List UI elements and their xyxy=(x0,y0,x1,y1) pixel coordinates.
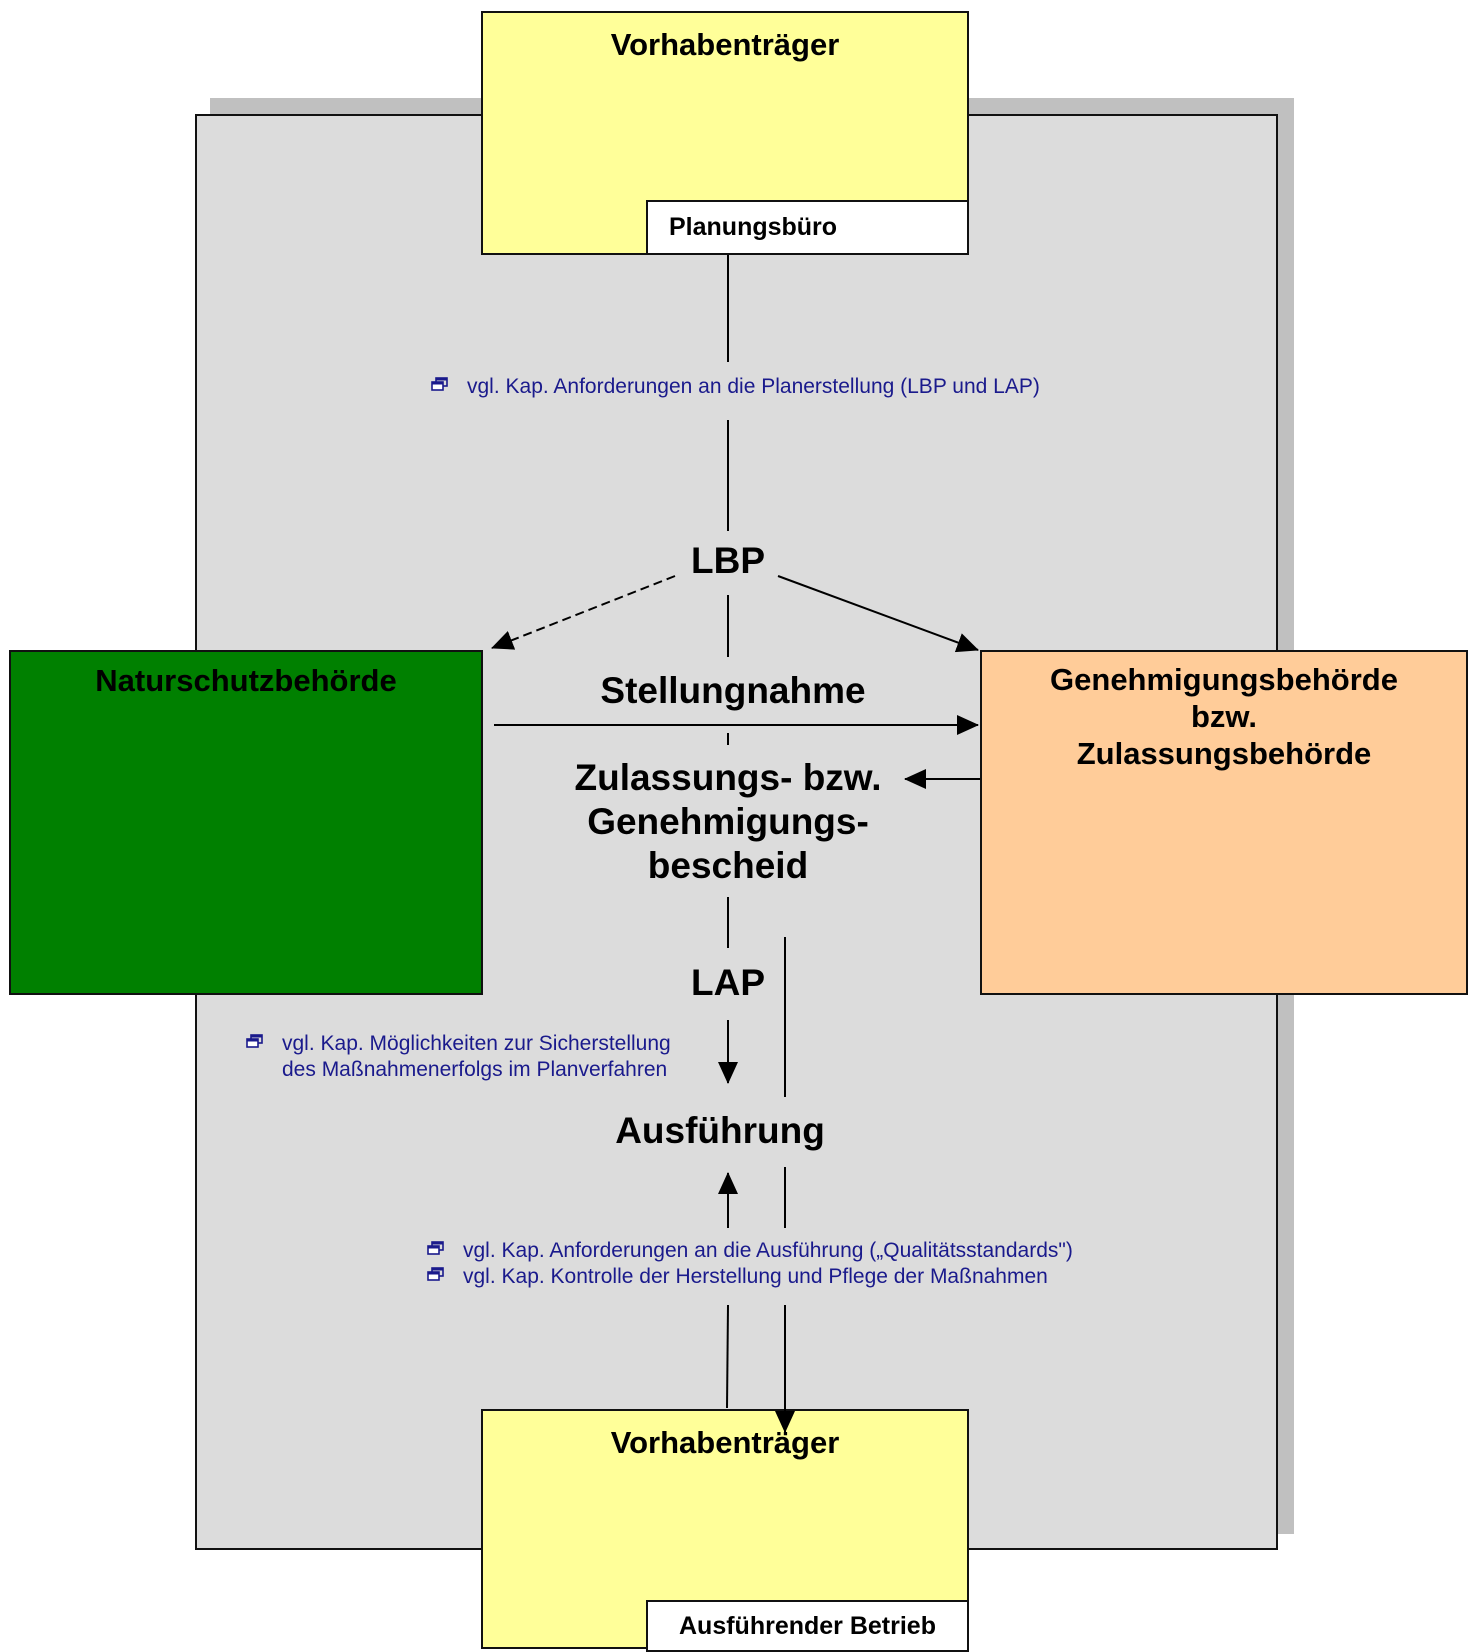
genehmigungsbehoerde-line-2: bzw. xyxy=(1190,699,1257,734)
genehmigungsbehoerde-line-3: Zulassungsbehörde xyxy=(1076,736,1372,771)
window-restore-icon xyxy=(427,1267,444,1281)
arrow-lbp-naturschutz xyxy=(491,575,676,650)
window-restore-icon xyxy=(246,1034,263,1048)
bescheid-line-3: bescheid xyxy=(647,845,809,886)
lap-label: LAP xyxy=(691,962,765,1003)
top-vorhabentraeger-label: Vorhabenträger xyxy=(610,27,840,62)
planungsbuero-box: Planungsbüro xyxy=(646,200,969,255)
stellungnahme-label: Stellungnahme xyxy=(600,670,866,711)
link-sicherstellung-line-2: des Maßnahmenerfolgs im Planverfahren xyxy=(282,1058,668,1081)
naturschutzbehoerde-label: Naturschutzbehörde xyxy=(95,663,397,698)
link-kontrolle[interactable]: vgl. Kap. Kontrolle der Herstellung und … xyxy=(463,1265,1048,1288)
link-planerstellung[interactable]: vgl. Kap. Anforderungen an die Planerste… xyxy=(467,375,1040,398)
ausfuehrender-betrieb-label: Ausführender Betrieb xyxy=(679,1612,936,1640)
planungsbuero-label: Planungsbüro xyxy=(669,213,838,241)
link-ausfuehrung-qualitaet[interactable]: vgl. Kap. Anforderungen an die Ausführun… xyxy=(463,1239,1073,1262)
genehmigungsbehoerde-label: Genehmigungsbehörde bzw. Zulassungsbehör… xyxy=(982,661,1466,772)
bescheid-line-1: Zulassungs- bzw. xyxy=(574,757,882,798)
link-sicherstellung-line-1: vgl. Kap. Möglichkeiten zur Sicherstellu… xyxy=(282,1032,671,1055)
link-sicherstellung[interactable]: vgl. Kap. Möglichkeiten zur Sicherstellu… xyxy=(282,1031,671,1083)
genehmigungsbehoerde-line-1: Genehmigungsbehörde xyxy=(1050,662,1398,697)
window-restore-icon xyxy=(427,1241,444,1255)
naturschutzbehoerde-box: Naturschutzbehörde xyxy=(9,650,483,995)
genehmigungsbehoerde-box: Genehmigungsbehörde bzw. Zulassungsbehör… xyxy=(980,650,1468,995)
lbp-label: LBP xyxy=(691,540,765,581)
line-betrieb-up xyxy=(726,1304,729,1409)
bottom-vorhabentraeger-label: Vorhabenträger xyxy=(610,1425,840,1460)
ausfuehrender-betrieb-box: Ausführender Betrieb xyxy=(646,1600,969,1652)
window-restore-icon xyxy=(431,377,448,391)
bescheid-label: Zulassungs- bzw. Genehmigungs- bescheid xyxy=(528,756,928,888)
ausfuehrung-label: Ausführung xyxy=(615,1110,825,1151)
bescheid-line-2: Genehmigungs- xyxy=(587,801,869,842)
arrow-lbp-genehmigung xyxy=(777,575,979,653)
